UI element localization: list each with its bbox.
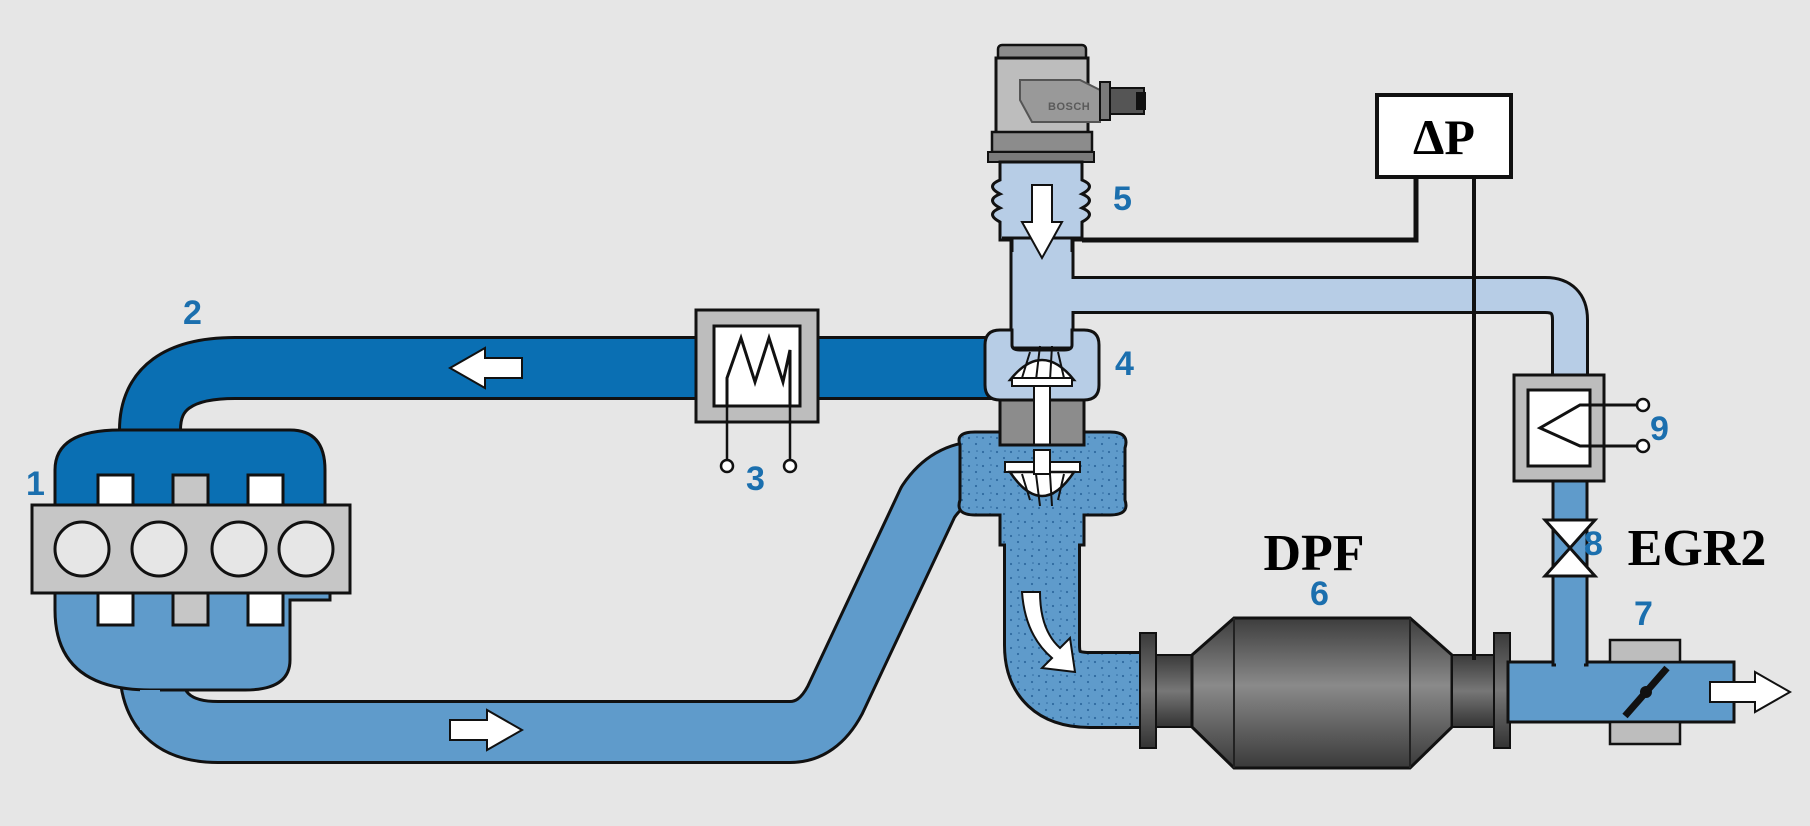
egr2-branch [1541,478,1599,667]
dpf-label: DPF [1263,525,1364,582]
brand-logo-text: BOSCH [1048,101,1090,113]
egr-cooler [1512,373,1651,483]
label-1: 1 [26,465,45,503]
arrow-curved-icon [1020,591,1077,674]
arrow-right-icon [449,708,525,752]
air-mass-sensor: BOSCH [987,43,1146,163]
label-2: 2 [183,294,202,332]
label-3: 3 [746,460,765,498]
diesel-particulate-filter [1139,616,1511,770]
turbine-wheel-icon [1004,449,1081,507]
butterfly-valve-icon [1622,665,1670,719]
arrow-down-icon [1020,184,1064,261]
turbocharger [957,328,1128,547]
label-5: 5 [1113,180,1132,218]
compressor-wheel-icon [1007,345,1077,387]
engine-block [30,473,352,627]
heater-coil-icon [725,333,792,406]
charge-air-heater [694,308,820,474]
label-6: 6 [1310,575,1329,613]
arrow-left-icon [447,346,523,390]
label-9: 9 [1650,410,1669,448]
delta-p-label: ΔP [1413,109,1475,165]
heater-coil-icon [1536,403,1640,448]
label-7: 7 [1634,595,1653,633]
arrow-right-icon [1709,670,1793,714]
valve-icon [1541,518,1599,578]
label-4: 4 [1115,345,1134,383]
differential-pressure-sensor: ΔP [1082,93,1513,660]
egr2-label: EGR2 [1628,520,1767,577]
label-8: 8 [1584,525,1603,563]
tailpipe [1506,638,1736,746]
